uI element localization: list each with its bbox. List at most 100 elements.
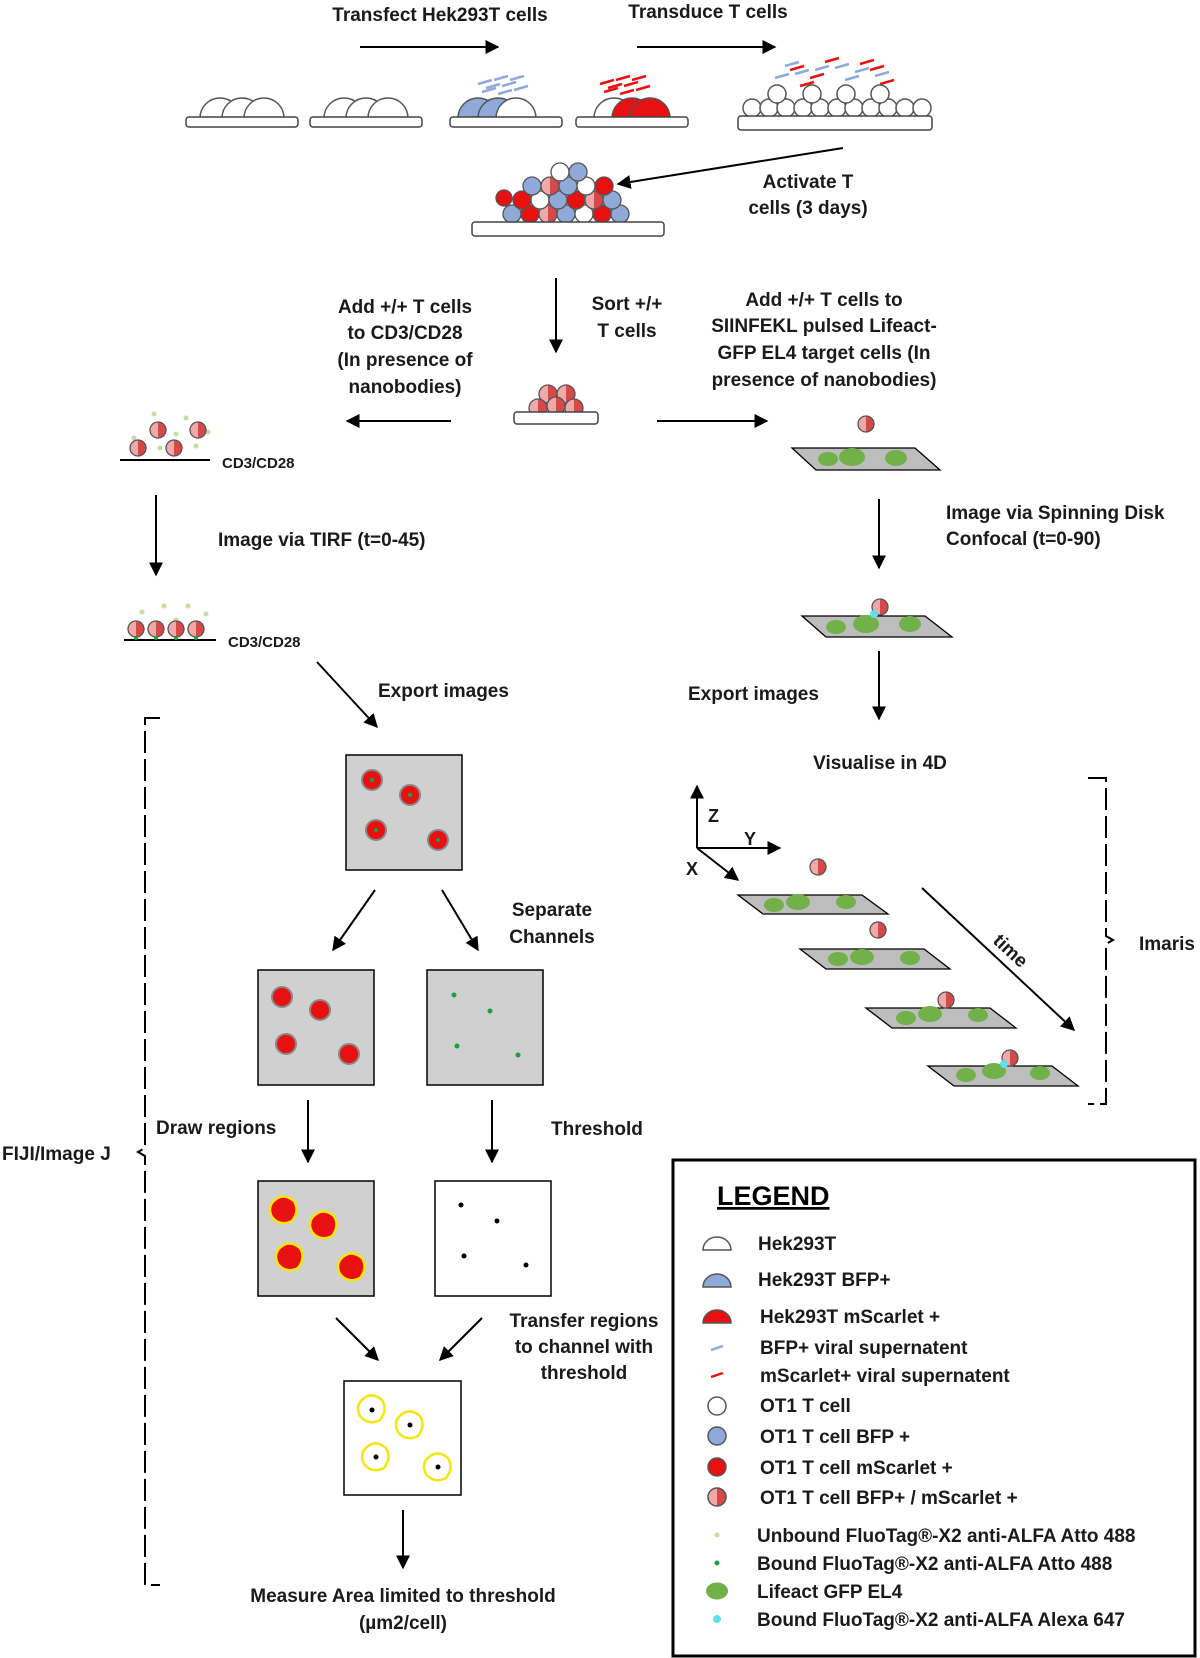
legend: LEGEND Hek293T Hek293T BFP+ Hek293T mSca… xyxy=(671,1158,1197,1658)
label-sort-1: Sort +/+ xyxy=(592,294,663,315)
label-add-cd3-1: Add +/+ T cells xyxy=(338,297,472,318)
bound-alexa647-icon xyxy=(713,1615,721,1623)
label-threshold: Threshold xyxy=(551,1119,643,1140)
label-cd3cd28-b: CD3/CD28 xyxy=(228,634,301,651)
dish-activated-t-cells xyxy=(471,162,665,237)
right-branch: Add +/+ T cells to SIINFEKL pulsed Lifea… xyxy=(657,290,1195,1105)
legend-label-6: OT1 T cell BFP + xyxy=(760,1427,910,1448)
label-axis-z: Z xyxy=(708,806,719,826)
el4-icon xyxy=(706,1582,728,1600)
arrow-transfer-left xyxy=(335,1317,379,1361)
fiji-analysis: FIJI/Image J Separate Channels Draw regi… xyxy=(2,717,659,1634)
arrow-export-left xyxy=(316,661,378,729)
label-separate-1: Separate xyxy=(512,900,592,921)
legend-label-9: Unbound FluoTag®-X2 anti-ALFA Atto 488 xyxy=(757,1526,1136,1547)
label-tirf: Image via TIRF (t=0-45) xyxy=(218,530,425,551)
legend-label-12: Bound FluoTag®-X2 anti-ALFA Alexa 647 xyxy=(757,1610,1125,1631)
ot1-cell-icon xyxy=(707,1396,727,1416)
el4-platform-bound xyxy=(800,598,954,638)
dish-hek293t-bfp xyxy=(449,74,563,128)
label-draw-regions: Draw regions xyxy=(156,1118,276,1139)
imaris-bracket xyxy=(1088,777,1116,1105)
dish-hek293t-mscarlet xyxy=(575,74,689,128)
time-stack xyxy=(736,858,1080,1087)
ot1-bfp-icon xyxy=(707,1426,727,1446)
label-transfer-1: Transfer regions xyxy=(510,1311,659,1332)
mscarlet-virus-icon xyxy=(710,1371,724,1379)
legend-label-1: Hek293T BFP+ xyxy=(758,1270,891,1291)
panel-merged xyxy=(345,754,463,871)
label-cd3cd28-a: CD3/CD28 xyxy=(222,455,295,472)
unbound-atto488-icon xyxy=(714,1532,720,1538)
cd3-surface-initial: CD3/CD28 xyxy=(120,411,295,472)
label-spin-2: Confocal (t=0-90) xyxy=(946,529,1101,550)
legend-label-10: Bound FluoTag®-X2 anti-ALFA Atto 488 xyxy=(757,1554,1112,1575)
transfect-stage: Transfect Hek293T cells Transduce T cell… xyxy=(185,2,933,131)
label-activate-2: cells (3 days) xyxy=(748,198,867,219)
ot1-double-icon xyxy=(707,1487,727,1507)
legend-label-11: Lifeact GFP EL4 xyxy=(757,1582,903,1603)
arrow-transfer-right xyxy=(439,1317,483,1361)
left-branch: Add +/+ T cells to CD3/CD28 (In presence… xyxy=(120,297,509,729)
label-transduce: Transduce T cells xyxy=(628,2,787,23)
label-export-right: Export images xyxy=(688,684,819,705)
legend-label-2: Hek293T mScarlet + xyxy=(760,1307,940,1328)
bound-atto488-icon xyxy=(714,1560,720,1566)
panel-green-channel xyxy=(426,969,544,1086)
legend-box xyxy=(671,1158,1197,1658)
label-transfer-3: threshold xyxy=(541,1363,628,1384)
panel-threshold xyxy=(434,1180,552,1297)
arrow-time xyxy=(921,887,1076,1031)
label-add-el4-2: SIINFEKL pulsed Lifeact- xyxy=(711,316,937,337)
arrow-split-green xyxy=(441,889,479,952)
label-spin-1: Image via Spinning Disk xyxy=(946,503,1165,524)
label-sort-2: T cells xyxy=(597,321,656,342)
label-measure-1: Measure Area limited to threshold xyxy=(250,1586,555,1607)
label-add-el4-4: presence of nanobodies) xyxy=(712,370,937,391)
dish-sorted-cells xyxy=(513,384,599,425)
dish-t-cells-transduce xyxy=(737,56,933,131)
label-fiji: FIJI/Image J xyxy=(2,1144,111,1165)
legend-label-0: Hek293T xyxy=(758,1234,837,1255)
legend-title: LEGEND xyxy=(717,1181,830,1211)
label-add-cd3-4: nanobodies) xyxy=(349,377,462,398)
label-transfer-2: to channel with xyxy=(515,1337,653,1358)
label-imaris: Imaris xyxy=(1139,934,1195,955)
label-time: time xyxy=(989,930,1032,972)
panel-red-channel xyxy=(257,969,375,1086)
label-visualise: Visualise in 4D xyxy=(813,753,947,774)
bfp-virus-icon xyxy=(710,1344,724,1352)
dish-hek293t-1 xyxy=(185,97,299,128)
hek293t-mscarlet-icon xyxy=(702,1309,732,1324)
axes-xyz: Z Y X xyxy=(686,784,782,881)
arrow-activate xyxy=(616,147,844,189)
label-separate-2: Channels xyxy=(509,927,595,948)
label-measure-2: (µm2/cell) xyxy=(359,1613,447,1634)
label-activate-1: Activate T xyxy=(763,172,854,193)
legend-label-8: OT1 T cell BFP+ / mScarlet + xyxy=(760,1488,1018,1509)
label-axis-y: Y xyxy=(744,829,756,849)
legend-label-7: OT1 T cell mScarlet + xyxy=(760,1458,953,1479)
label-add-cd3-2: to CD3/CD28 xyxy=(347,323,462,344)
label-transfect: Transfect Hek293T cells xyxy=(332,5,547,26)
ot1-mscarlet-icon xyxy=(707,1457,727,1477)
label-add-el4-1: Add +/+ T cells to xyxy=(745,290,902,311)
hek293t-bfp-icon xyxy=(702,1273,732,1288)
panel-regions xyxy=(257,1180,375,1297)
fiji-bracket xyxy=(135,717,160,1586)
sort-stage: Sort +/+ T cells xyxy=(513,278,663,425)
legend-label-3: BFP+ viral supernatent xyxy=(760,1338,968,1359)
el4-platform-initial xyxy=(790,415,942,471)
label-add-el4-3: GFP EL4 target cells (In xyxy=(718,343,931,364)
panel-final xyxy=(343,1380,462,1496)
activate-stage: Activate T cells (3 days) xyxy=(471,147,868,237)
legend-label-5: OT1 T cell xyxy=(760,1396,851,1417)
label-export-left: Export images xyxy=(378,681,509,702)
legend-label-4: mScarlet+ viral supernatent xyxy=(760,1366,1010,1387)
hek293t-icon xyxy=(702,1236,732,1251)
dish-hek293t-2 xyxy=(309,97,423,128)
label-add-cd3-3: (In presence of xyxy=(337,350,473,371)
arrow-split-red xyxy=(332,889,376,952)
label-axis-x: X xyxy=(686,859,698,879)
